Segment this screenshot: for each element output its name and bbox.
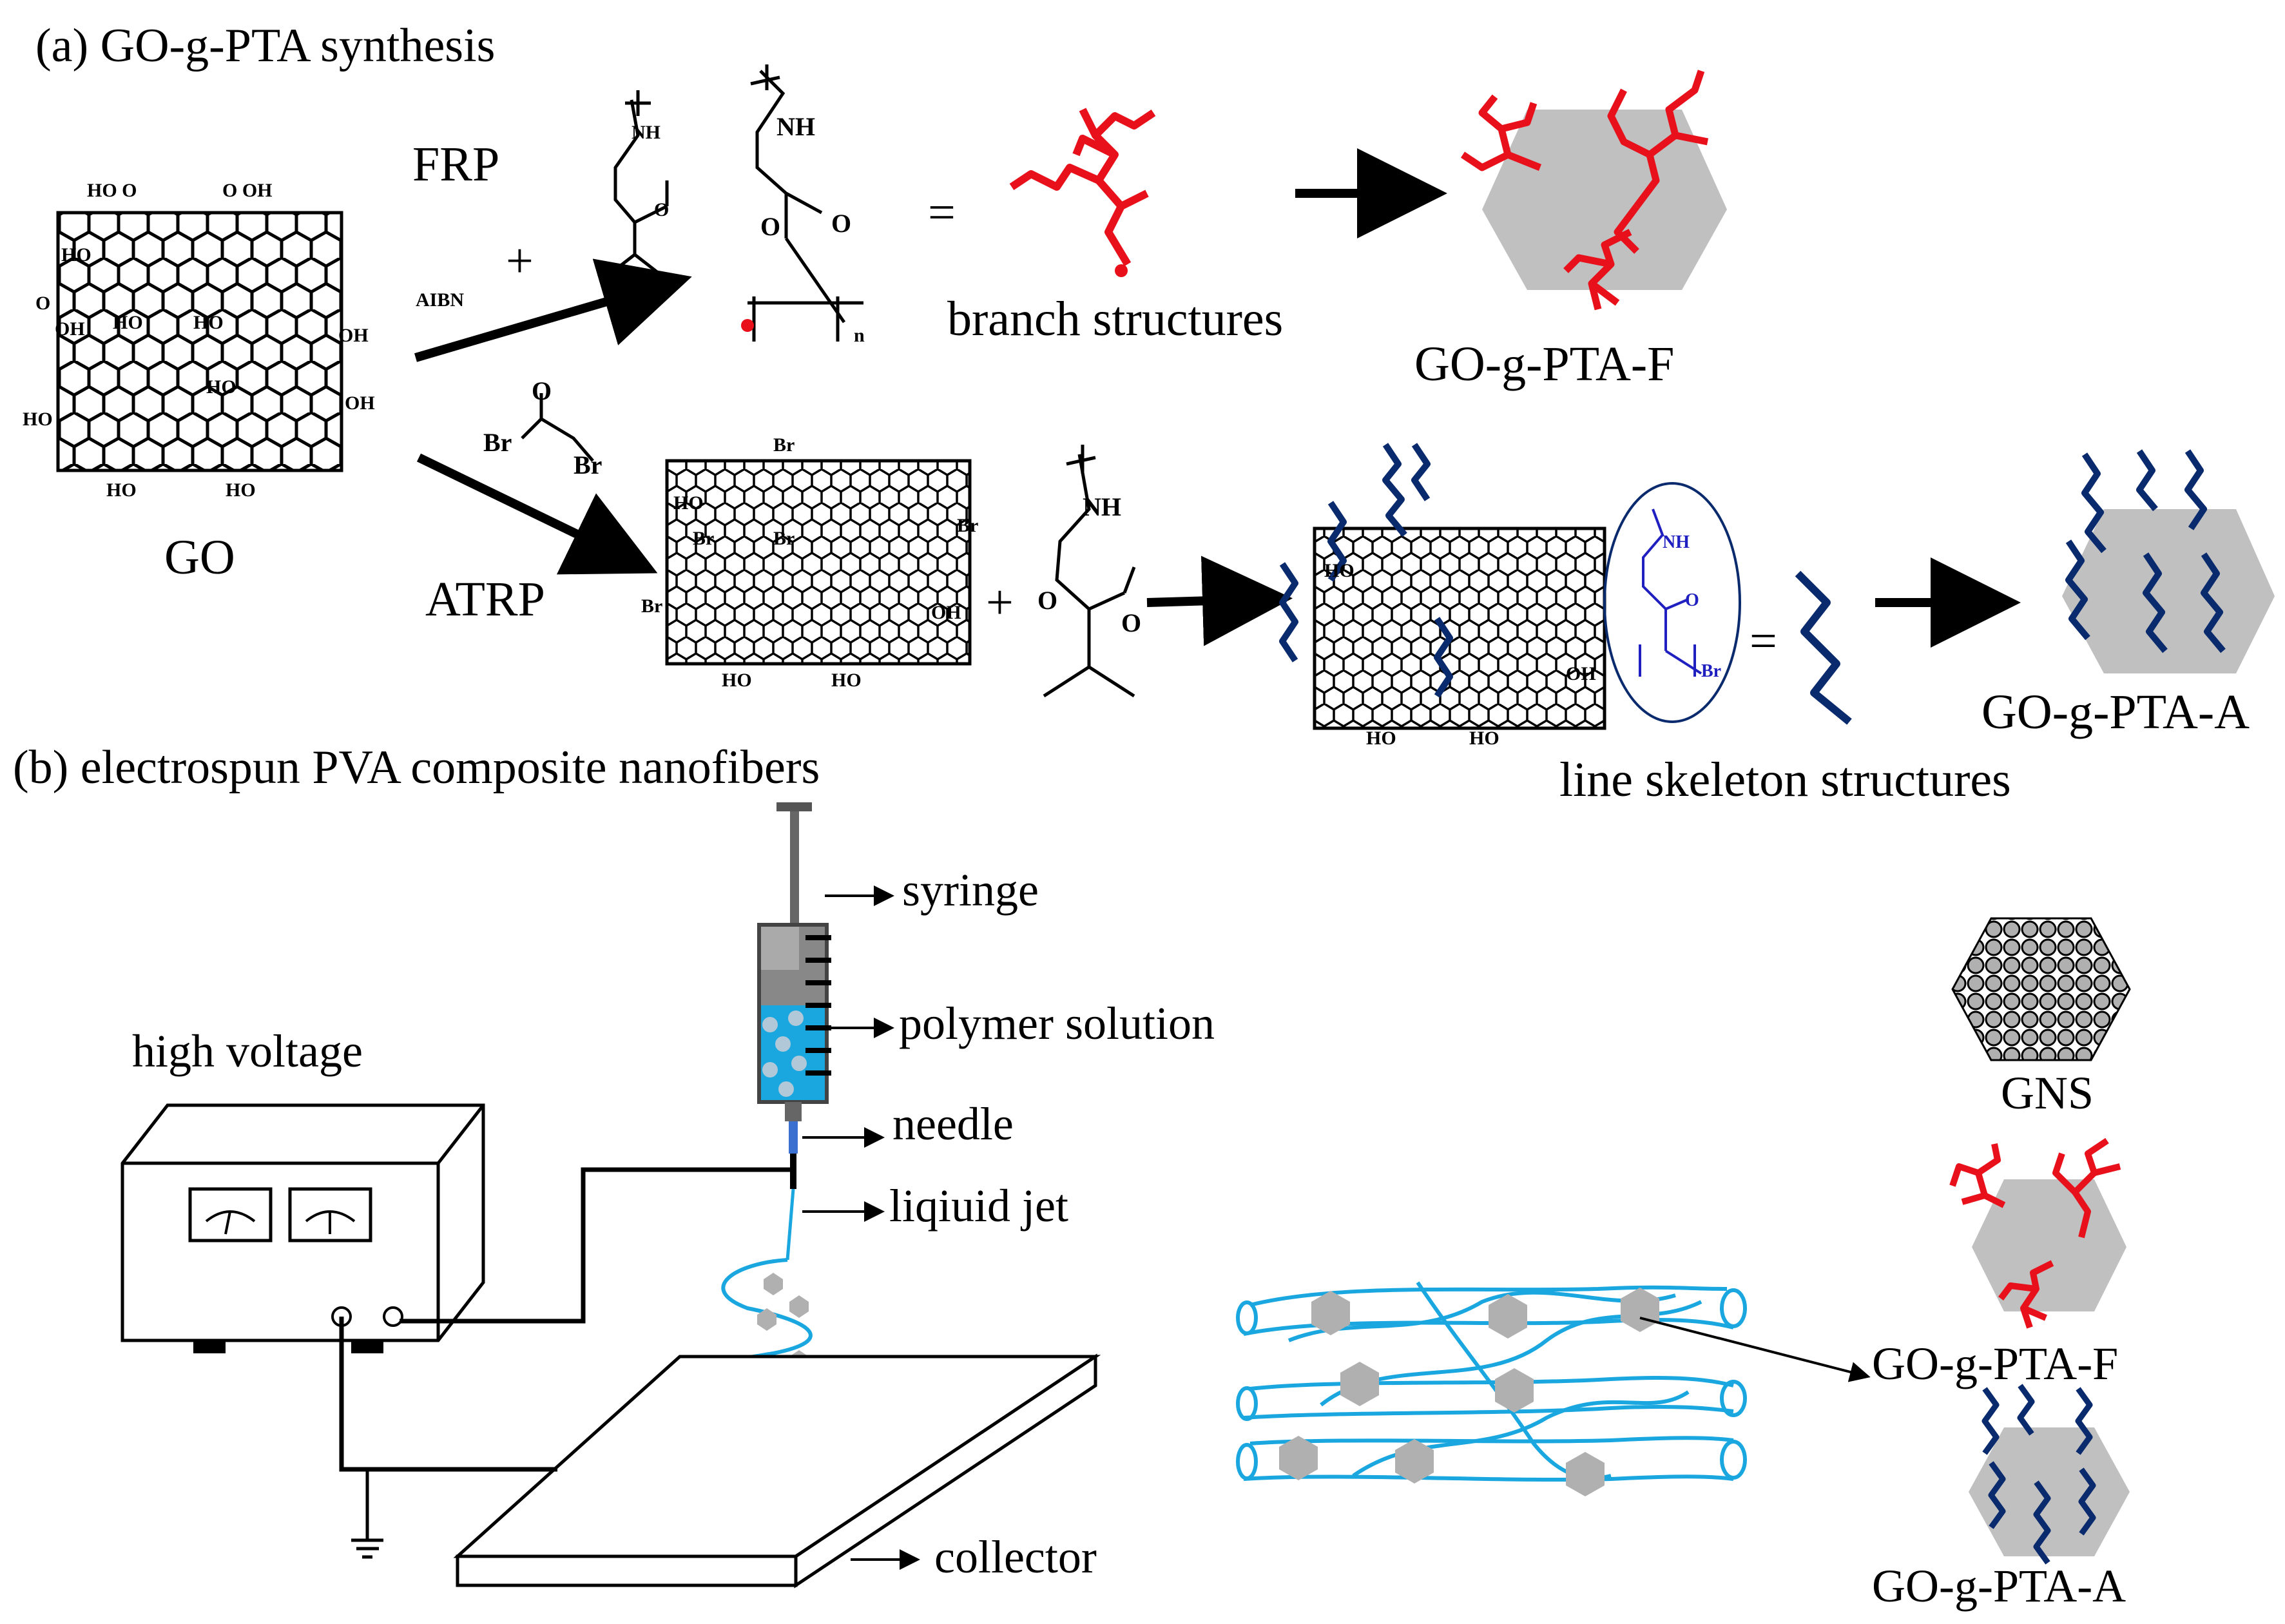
go-oh-5: HO <box>206 376 236 398</box>
monomer-lower-nh: NH <box>1083 492 1121 521</box>
fiber-nanosheets <box>1279 1288 1659 1496</box>
go-g-pta-a-sheet <box>2062 449 2275 673</box>
gobr-ho-b2: HO <box>831 670 862 691</box>
go-grafted-ptatrp: HO OH HO HO <box>1279 443 1606 749</box>
monomer-upper-o: O <box>654 199 669 220</box>
frp-label: FRP <box>412 137 499 191</box>
monomer-lower-o2: O <box>1121 608 1141 637</box>
go-g-pta-f-small <box>1949 1137 2126 1329</box>
liquid-jet <box>786 1188 795 1261</box>
go-g-pta-f-sheet <box>1460 70 1727 311</box>
polymer-nh: NH <box>776 112 815 141</box>
gobr-br-right: Br <box>957 515 978 536</box>
go-oh-2: OH <box>55 318 85 340</box>
go-cooh-3: O <box>35 293 50 314</box>
fiber-zoom-arrow <box>1639 1317 1871 1382</box>
gobr-ho-b1: HO <box>722 670 752 691</box>
go-oh-1: HO <box>61 244 92 266</box>
go-cooh-7: HO <box>106 479 137 501</box>
grafted-ho-b2: HO <box>1469 728 1499 749</box>
initiator-molecule <box>521 393 594 462</box>
atrp-repeat-unit: NH O Br <box>1603 482 1741 723</box>
go-cooh-1: HO O <box>87 180 137 201</box>
gobr-ho: HO <box>673 492 704 514</box>
gns-label: GNS <box>2001 1067 2094 1119</box>
initiator-o: O <box>532 376 552 405</box>
initiator-br2: Br <box>574 450 602 479</box>
needle-tip <box>790 1154 796 1189</box>
polymer-o1: O <box>760 212 780 241</box>
repeat-o: O <box>1685 590 1699 610</box>
go-br-macroinitiator: Br HO Br Br Br Br OH HO HO <box>641 434 978 691</box>
go-oh-4: HO <box>193 312 224 333</box>
go-g-pta-a-label-b: GO-g-PTA-A <box>1872 1560 2126 1612</box>
go-oh-3: HO <box>113 312 143 333</box>
go-cooh-6: OH <box>345 392 375 414</box>
initiator-br1: Br <box>483 428 512 457</box>
red-branch-dot <box>1115 264 1128 277</box>
go-g-pta-f-label-a: GO-g-PTA-F <box>1414 337 1674 391</box>
collector-label: collector <box>934 1531 1097 1583</box>
frp-arrow <box>414 258 692 362</box>
panel-a-title: (a) GO-g-PTA synthesis <box>35 19 495 72</box>
atrp-plus: + <box>986 575 1014 630</box>
grafted-ho: HO <box>1324 560 1355 581</box>
hv-wire <box>400 1167 790 1324</box>
monomer-lower-o1: O <box>1037 586 1057 615</box>
polymer-n: n <box>854 325 865 346</box>
gobr-br-top: Br <box>773 434 795 456</box>
gobr-br-left: Br <box>641 595 662 617</box>
equals-lower: = <box>1750 614 1777 668</box>
frp-plus: + <box>506 234 534 288</box>
panel-b-title: (b) electrospun PVA composite nanofibers <box>13 741 820 794</box>
supply-feet <box>193 1340 383 1353</box>
polymer-solution-label: polymer solution <box>899 998 1215 1049</box>
ground-icon <box>351 1469 383 1559</box>
polymer-repeat-unit <box>747 64 863 342</box>
equals-upper: = <box>928 186 956 240</box>
monomer-lower <box>1043 445 1136 698</box>
radical-dot <box>741 319 754 332</box>
go-cooh-2: O OH <box>222 180 273 201</box>
repeat-br: Br <box>1701 661 1721 681</box>
arrow-to-grafted-go <box>1146 556 1293 646</box>
go-label: GO <box>164 530 235 585</box>
gobr-br-1: Br <box>693 528 714 549</box>
go-cooh-5: HO <box>23 409 53 430</box>
repeat-nh: NH <box>1663 532 1690 552</box>
go-g-pta-a-label-a: GO-g-PTA-A <box>1981 685 2250 739</box>
syringe-label: syringe <box>902 864 1039 916</box>
go-cooh-8: HO <box>226 479 256 501</box>
navy-line-skeleton <box>1795 570 1852 725</box>
red-branch-structure <box>1009 108 1156 267</box>
gobr-br-2: Br <box>773 528 795 549</box>
polymer-o2: O <box>831 209 851 238</box>
gobr-oh: OH <box>931 602 961 623</box>
liquid-jet-label: liqiuid jet <box>889 1180 1068 1232</box>
high-voltage-supply <box>121 1103 485 1342</box>
grafted-oh: OH <box>1566 663 1596 684</box>
needle-label: needle <box>892 1098 1014 1150</box>
syringe <box>757 802 831 1121</box>
go-g-pta-f-label-b: GO-g-PTA-F <box>1872 1338 2118 1389</box>
needle <box>789 1121 798 1154</box>
branch-structures-label: branch structures <box>947 292 1283 346</box>
go-cooh-4: OH <box>338 325 369 346</box>
collector-plate <box>453 1353 1101 1589</box>
monomer-upper-nh: NH <box>632 122 660 143</box>
atrp-label: ATRP <box>425 572 545 626</box>
atrp-arrow <box>416 453 658 575</box>
monomer-upper <box>604 90 669 278</box>
grafted-ho-b1: HO <box>1366 728 1396 749</box>
go-molecule: HO O O OH HO O OH HO HO OH HO HO OH HO H… <box>23 180 375 501</box>
gns-sheet <box>1951 917 2131 1061</box>
aibn-label: AIBN <box>416 289 464 311</box>
high-voltage-label: high voltage <box>132 1025 363 1077</box>
line-skeleton-label: line skeleton structures <box>1559 753 2011 807</box>
go-g-pta-a-small <box>1969 1384 2130 1565</box>
ground-wire <box>339 1317 557 1472</box>
meter-needles <box>205 1210 356 1235</box>
